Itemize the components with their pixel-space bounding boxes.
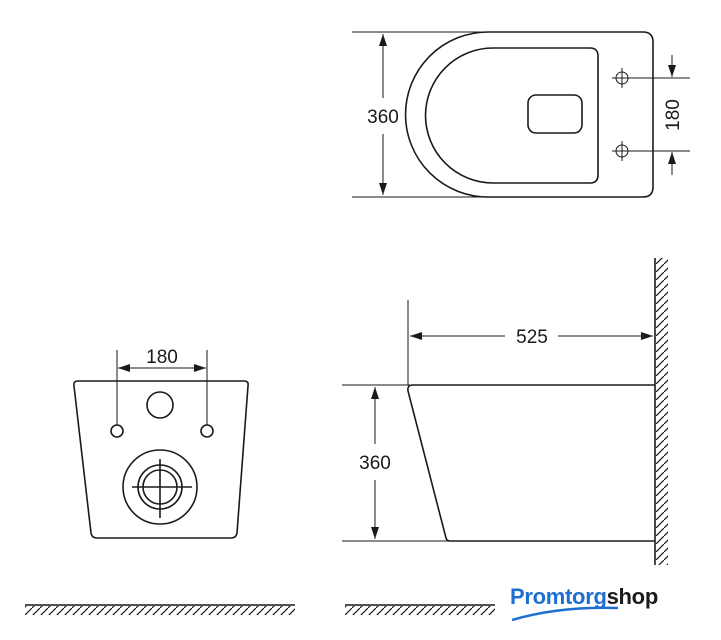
wall	[654, 258, 668, 565]
width-dimension: 360	[367, 107, 399, 128]
front-view: 180	[25, 347, 295, 615]
floor-line	[25, 604, 295, 615]
floor-line	[345, 604, 495, 615]
bolt-hole	[110, 424, 124, 438]
extension-lines	[352, 31, 488, 198]
promtorgshop-logo: Promtorgshop	[510, 584, 658, 609]
drain-outlet	[122, 449, 198, 525]
water-inlet	[146, 391, 174, 419]
lid-hinge	[527, 94, 583, 134]
bolt-hole	[200, 424, 214, 438]
hole-spacing-dimension: 180	[146, 347, 178, 368]
bowl-side-outline	[407, 384, 655, 542]
height-dimension: 360	[359, 453, 391, 474]
back-plate-outline	[73, 380, 249, 539]
top-view: 360 180	[352, 31, 690, 198]
mount-hole-icon	[612, 141, 632, 161]
depth-dimension: 525	[516, 327, 548, 348]
logo-swoosh-icon	[511, 606, 619, 622]
side-view: 360 525	[342, 258, 668, 615]
bowl-outline	[404, 31, 654, 198]
hole-spacing-dimension: 180	[663, 99, 684, 131]
seat-outline	[424, 47, 599, 184]
mount-hole-icon	[612, 68, 632, 88]
